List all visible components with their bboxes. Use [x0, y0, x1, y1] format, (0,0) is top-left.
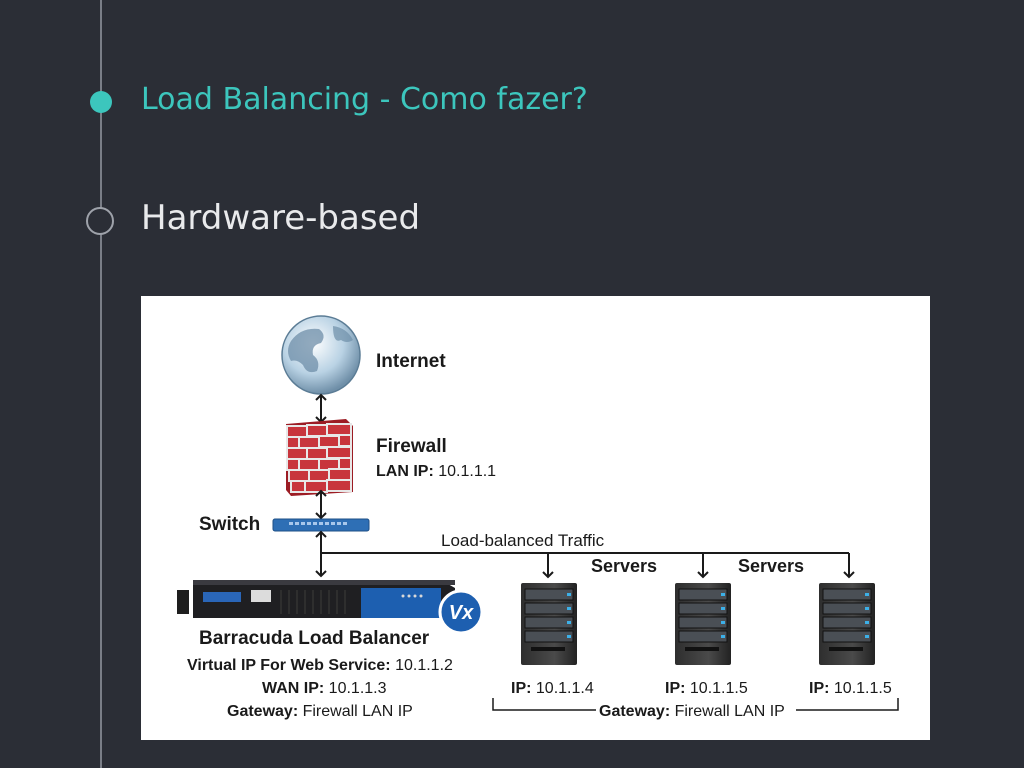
- connector-internet-firewall: [315, 393, 327, 424]
- lb-gateway: Gateway: Firewall LAN IP: [227, 703, 413, 720]
- servers-gateway: Gateway: Firewall LAN IP: [599, 703, 785, 720]
- network-diagram: Vx Internet Firewall LAN IP: 10.1.1.1 Sw…: [141, 296, 930, 740]
- globe-icon: [281, 315, 361, 395]
- firewall-label: Firewall: [376, 436, 447, 457]
- timeline-line: [100, 0, 102, 768]
- bullet-filled-icon: [90, 91, 112, 113]
- bullet-hollow-icon: [86, 207, 114, 235]
- vx-badge-text: Vx: [449, 602, 474, 624]
- slide-title: Load Balancing - Como fazer?: [141, 82, 588, 117]
- servers-label-1: Servers: [591, 556, 657, 576]
- vx-badge-icon: Vx: [438, 589, 484, 635]
- traffic-label: Load-balanced Traffic: [441, 531, 605, 550]
- lb-title: Barracuda Load Balancer: [199, 628, 430, 649]
- lb-wan: WAN IP: 10.1.1.3: [262, 680, 387, 697]
- traffic-bus: [315, 530, 855, 579]
- firewall-ip: LAN IP: 10.1.1.1: [376, 463, 496, 480]
- servers-bracket: [492, 698, 899, 711]
- server-icon: [521, 583, 577, 665]
- lb-vip: Virtual IP For Web Service: 10.1.1.2: [187, 657, 453, 674]
- server-2-ip: IP: 10.1.1.5: [665, 680, 748, 697]
- servers-label-2: Servers: [738, 556, 804, 576]
- connector-firewall-switch: [315, 489, 327, 520]
- firewall-icon: [286, 419, 353, 496]
- slide-subtitle: Hardware-based: [141, 198, 421, 238]
- server-icon: [675, 583, 731, 665]
- server-icon: [819, 583, 875, 665]
- switch-icon: [272, 518, 370, 532]
- server-3-ip: IP: 10.1.1.5: [809, 680, 892, 697]
- load-balancer-appliance-icon: [177, 580, 455, 618]
- internet-label: Internet: [376, 351, 446, 372]
- server-1-ip: IP: 10.1.1.4: [511, 680, 594, 697]
- switch-label: Switch: [199, 514, 260, 535]
